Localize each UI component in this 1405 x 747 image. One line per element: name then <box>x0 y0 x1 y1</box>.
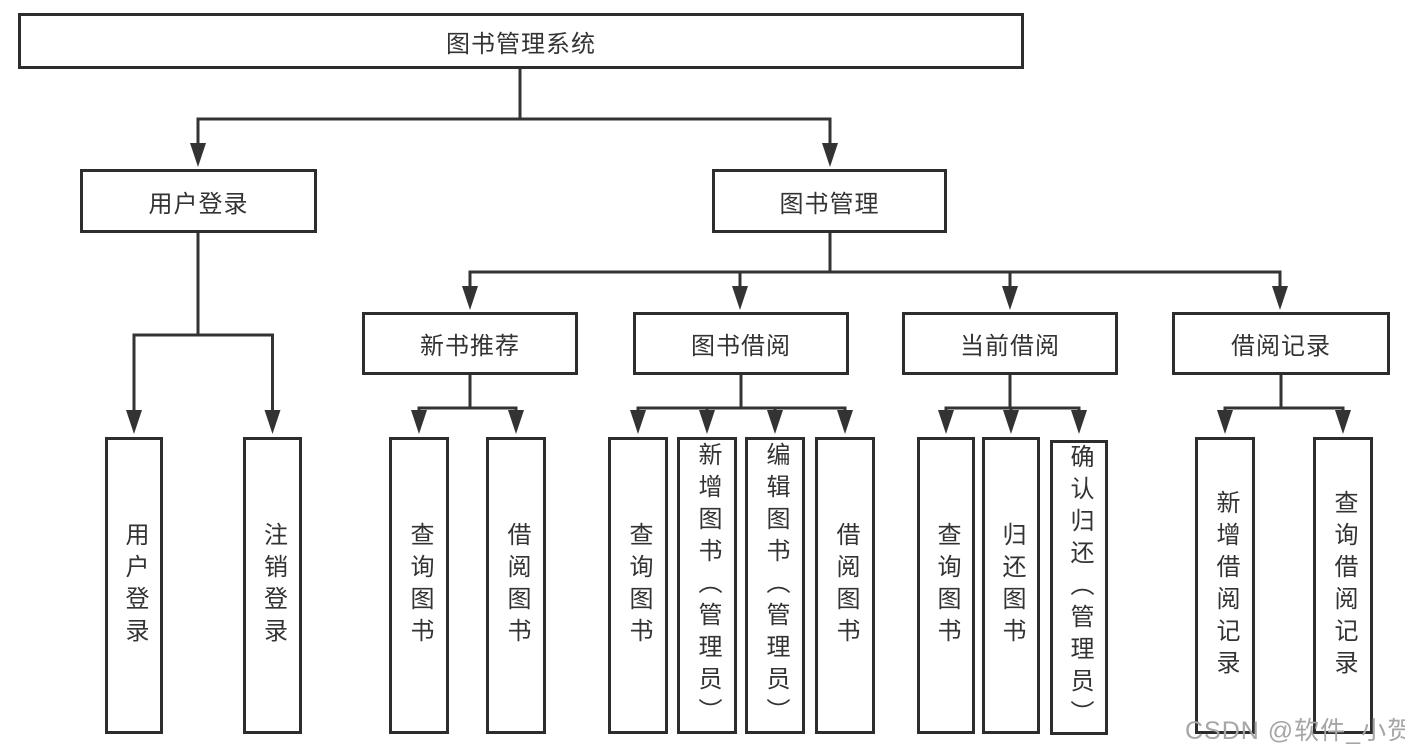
leaf-recommend-query-books: 查询图书 <box>389 437 449 734</box>
node-label: 图书管理系统 <box>446 30 596 58</box>
node-book-management: 图书管理 <box>712 169 947 233</box>
node-library-system: 图书管理系统 <box>18 13 1024 69</box>
arrowhead-icons <box>126 143 1351 434</box>
arrow-down-icon <box>508 410 524 434</box>
arrow-down-icon <box>126 410 142 434</box>
node-current-borrow: 当前借阅 <box>902 312 1118 375</box>
connector-borrow-records-group <box>1223 375 1345 411</box>
node-label: 查询图书 <box>406 521 433 650</box>
node-book-borrow: 图书借阅 <box>633 312 849 375</box>
node-label: 查询图书 <box>625 521 652 650</box>
node-label: 用户登录 <box>148 190 249 218</box>
leaf-current-return-books: 归还图书 <box>982 437 1040 734</box>
arrow-down-icon <box>1217 410 1233 434</box>
node-label: 借阅记录 <box>1231 333 1331 360</box>
node-label: 确认归还（管理员） <box>1066 443 1093 732</box>
arrow-down-icon <box>1071 410 1087 434</box>
arrow-down-icon <box>837 410 853 434</box>
connector-book-mgmt-group <box>468 233 1282 288</box>
leaf-borrow-query-books: 查询图书 <box>608 437 668 734</box>
node-label: 用户登录 <box>121 521 148 650</box>
arrow-down-icon <box>767 410 783 434</box>
csdn-watermark: CSDN @软件_小贺同学 <box>1185 717 1405 745</box>
node-label: 图书借阅 <box>691 333 791 360</box>
connector-book-borrow-group <box>636 375 847 411</box>
leaf-current-confirm-return-admin: 确认归还（管理员） <box>1050 440 1108 735</box>
arrow-down-icon <box>822 143 838 167</box>
node-label: 图书管理 <box>779 190 880 218</box>
arrow-down-icon <box>462 286 478 310</box>
leaf-borrow-add-books-admin: 新增图书（管理员） <box>677 437 737 734</box>
arrow-down-icon <box>699 410 715 434</box>
connector-current-borrow-group <box>944 375 1081 411</box>
arrow-down-icon <box>411 410 427 434</box>
leaf-records-query-record: 查询借阅记录 <box>1313 437 1373 734</box>
leaf-current-query-books: 查询图书 <box>917 437 975 734</box>
leaf-borrow-borrow-books: 借阅图书 <box>815 437 875 734</box>
arrow-down-icon <box>1335 410 1351 434</box>
node-label: 当前借阅 <box>960 333 1060 360</box>
node-label: 注销登录 <box>259 521 287 650</box>
node-label: 归还图书 <box>998 521 1025 650</box>
arrow-down-icon <box>732 286 748 310</box>
node-label: 新增借阅记录 <box>1212 489 1239 682</box>
node-label: 查询图书 <box>933 521 960 650</box>
leaf-logout-login: 注销登录 <box>243 437 302 734</box>
connector-user-login-group <box>132 233 274 411</box>
node-user-login: 用户登录 <box>80 169 317 233</box>
arrow-down-icon <box>1003 410 1019 434</box>
node-label: 编辑图书（管理员） <box>762 441 789 730</box>
arrow-down-icon <box>630 410 646 434</box>
connector-new-rec-group <box>417 375 518 411</box>
leaf-borrow-edit-books-admin: 编辑图书（管理员） <box>745 437 805 734</box>
arrow-down-icon <box>190 143 206 167</box>
node-label: 借阅图书 <box>503 521 530 650</box>
connector-root-to-level1 <box>196 69 832 146</box>
arrow-down-icon <box>264 410 281 434</box>
leaf-user-login: 用户登录 <box>105 437 163 734</box>
node-borrow-records: 借阅记录 <box>1172 312 1390 375</box>
node-label: 查询借阅记录 <box>1330 489 1357 682</box>
leaf-recommend-borrow-books: 借阅图书 <box>486 437 546 734</box>
node-label: 借阅图书 <box>832 521 859 650</box>
node-new-book-recommend: 新书推荐 <box>362 312 578 375</box>
leaf-records-add-record: 新增借阅记录 <box>1195 437 1255 734</box>
arrow-down-icon <box>938 410 954 434</box>
node-label: 新增图书（管理员） <box>694 441 721 730</box>
arrow-down-icon <box>1002 286 1018 310</box>
node-label: 新书推荐 <box>420 333 520 360</box>
arrow-down-icon <box>1272 286 1288 310</box>
